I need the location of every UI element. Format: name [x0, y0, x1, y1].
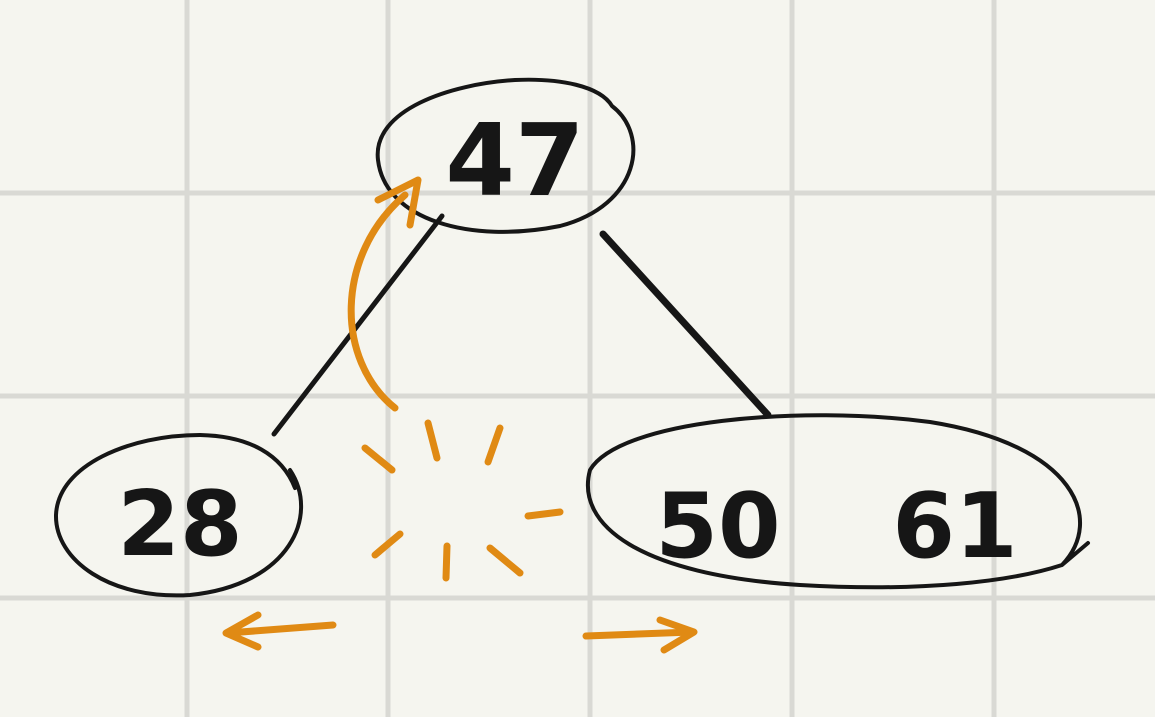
- burst-ray: [524, 508, 564, 520]
- right-arrow-shaft: [582, 628, 696, 640]
- node-root: 47: [375, 77, 636, 234]
- node-root-outline: [375, 77, 636, 234]
- edge-root-right: [599, 230, 772, 419]
- annotations: [222, 176, 698, 654]
- arrow-left-icon: [222, 611, 337, 651]
- burst-ray: [361, 444, 396, 474]
- node-left: 28: [53, 432, 304, 598]
- burst-ray: [442, 542, 451, 582]
- promote-arrow-head: [374, 176, 422, 229]
- left-arrow-shaft: [224, 621, 337, 637]
- node-right: 50 61: [585, 413, 1090, 590]
- left-arrow-head: [222, 611, 262, 651]
- node-root-label: 47: [445, 102, 584, 219]
- burst-ray: [424, 419, 441, 462]
- burst-ray: [486, 544, 524, 577]
- arrow-right-icon: [582, 616, 698, 654]
- edge-root-left: [271, 213, 445, 437]
- curved-arrow-up-icon: [347, 176, 422, 412]
- node-right-outline: [585, 413, 1090, 590]
- node-right-key2: 61: [892, 474, 1017, 579]
- node-right-key1: 50: [655, 474, 780, 579]
- node-left-label: 28: [117, 472, 242, 577]
- burst-icon: [361, 419, 564, 582]
- burst-ray: [484, 424, 504, 466]
- promote-arrow-shaft: [347, 191, 409, 412]
- tree-edges: [271, 213, 772, 437]
- burst-ray: [371, 530, 404, 559]
- node-left-outline: [53, 432, 304, 598]
- right-arrow-head: [656, 616, 698, 654]
